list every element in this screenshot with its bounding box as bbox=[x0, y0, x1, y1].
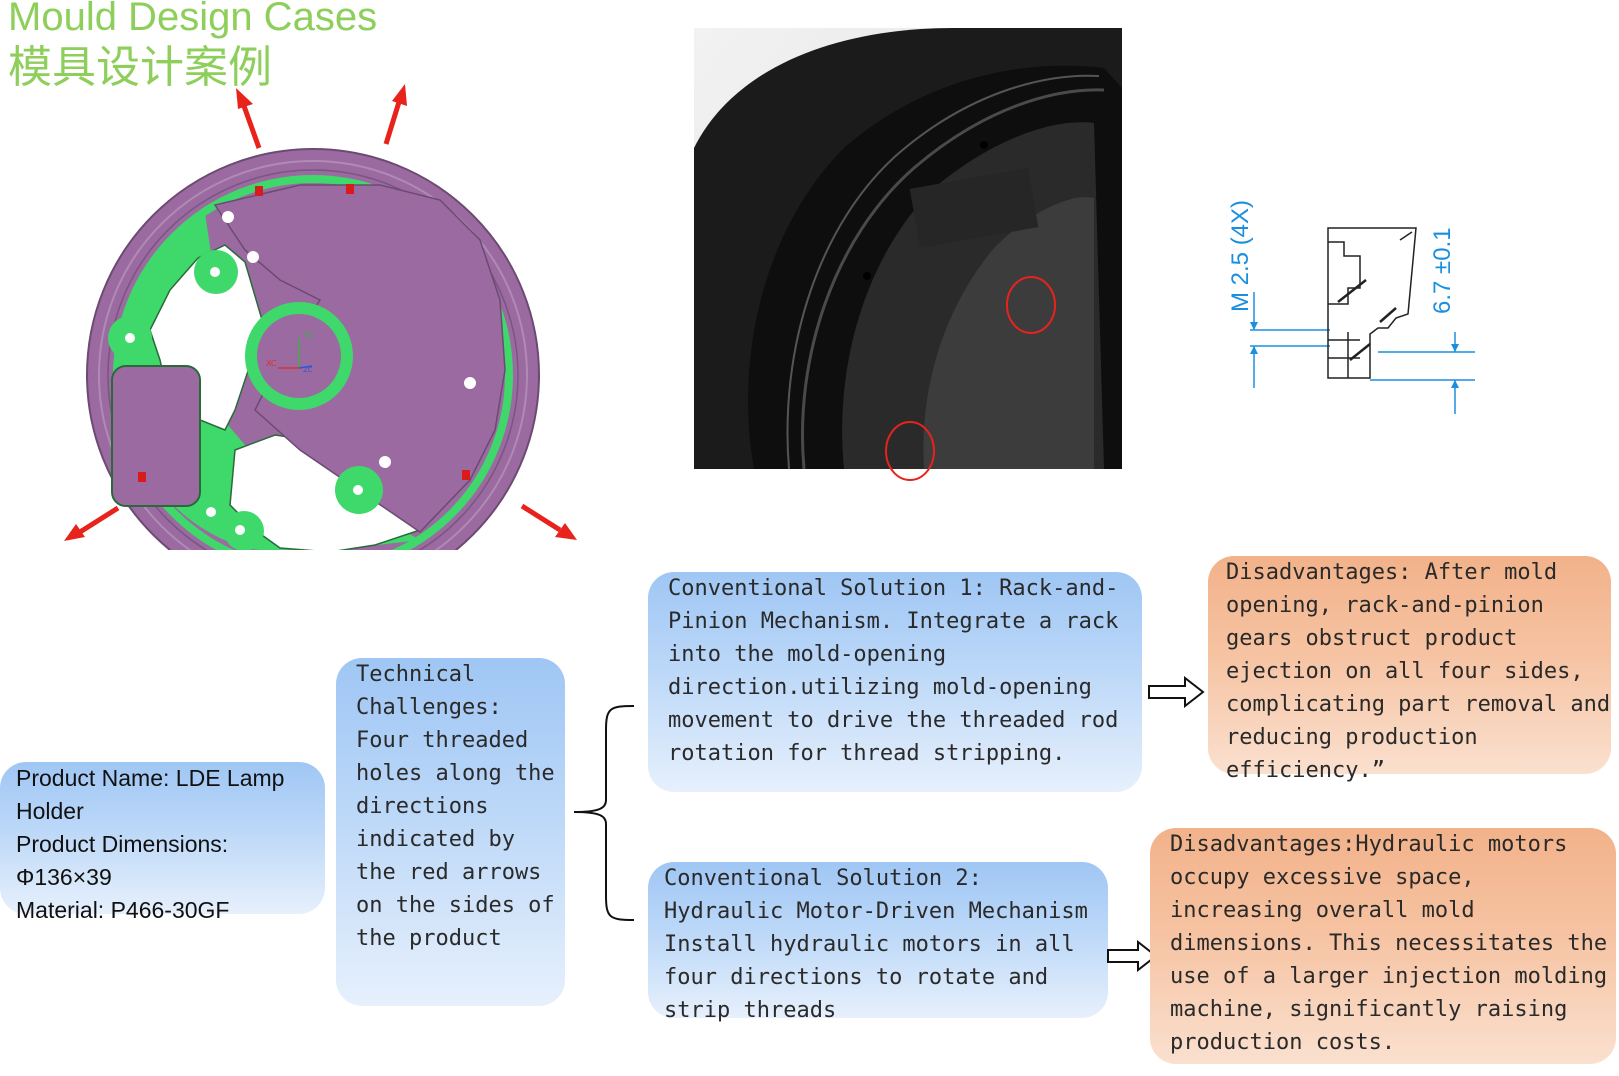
svg-text:XC: XC bbox=[266, 359, 277, 368]
hollow-right-arrow-icon bbox=[1148, 676, 1205, 708]
purple-body bbox=[213, 184, 506, 533]
solution-1-text: Conventional Solution 1: Rack-and-Pinion… bbox=[668, 576, 1132, 766]
product-name: Product Name: LDE Lamp Holder bbox=[16, 765, 291, 824]
hole-markers bbox=[125, 211, 476, 535]
disadvantage-1-box: Disadvantages: After mold opening, rack-… bbox=[1208, 556, 1611, 783]
red-circle-marker-icon bbox=[885, 421, 935, 481]
cad-top-view: YC XC ZC bbox=[64, 84, 577, 550]
axis-triad: YC XC ZC bbox=[266, 331, 314, 374]
brace-icon bbox=[573, 705, 635, 921]
part-photo bbox=[694, 28, 1122, 469]
page-title-chinese: 模具设计案例 bbox=[8, 42, 272, 93]
product-dimensions: Product Dimensions: Φ136×39 bbox=[16, 831, 235, 890]
purple-block bbox=[111, 365, 201, 507]
technical-challenges-box: Technical Challenges: Four threaded hole… bbox=[336, 658, 565, 1006]
slider-marks bbox=[138, 184, 470, 482]
product-material: Material: P466-30GF bbox=[16, 897, 230, 923]
disadvantage-2-box: Disadvantages:Hydraulic motors occupy ex… bbox=[1150, 828, 1616, 1064]
hollow-right-arrow-icon bbox=[1107, 940, 1158, 972]
disadvantage-1-text: Disadvantages: After mold opening, rack-… bbox=[1226, 560, 1611, 783]
solution-1-box: Conventional Solution 1: Rack-and-Pinion… bbox=[648, 572, 1142, 792]
red-arrow-icon bbox=[383, 84, 407, 145]
disadvantage-2-text: Disadvantages:Hydraulic motors occupy ex… bbox=[1170, 832, 1608, 1055]
red-arrow-icon bbox=[236, 88, 262, 149]
technical-challenges-text: Technical Challenges: Four threaded hole… bbox=[356, 662, 568, 951]
solution-2-text: Conventional Solution 2: Hydraulic Motor… bbox=[664, 866, 1102, 1023]
red-circle-marker-icon bbox=[1006, 276, 1056, 334]
svg-text:YC: YC bbox=[303, 331, 314, 340]
section-drawing: M 2.5 (4X) 6.7 ±0.1 bbox=[1227, 200, 1475, 414]
thread-dimension-label: M 2.5 (4X) bbox=[1227, 200, 1254, 312]
page-title: Mould Design Cases bbox=[8, 0, 378, 39]
svg-text:ZC: ZC bbox=[303, 366, 313, 374]
red-arrow-icon bbox=[520, 503, 577, 540]
product-info-box: Product Name: LDE Lamp Holder Product Di… bbox=[0, 762, 325, 923]
height-dimension-label: 6.7 ±0.1 bbox=[1429, 227, 1456, 314]
red-arrow-icon bbox=[64, 505, 120, 541]
solution-2-box: Conventional Solution 2: Hydraulic Motor… bbox=[648, 862, 1108, 1023]
